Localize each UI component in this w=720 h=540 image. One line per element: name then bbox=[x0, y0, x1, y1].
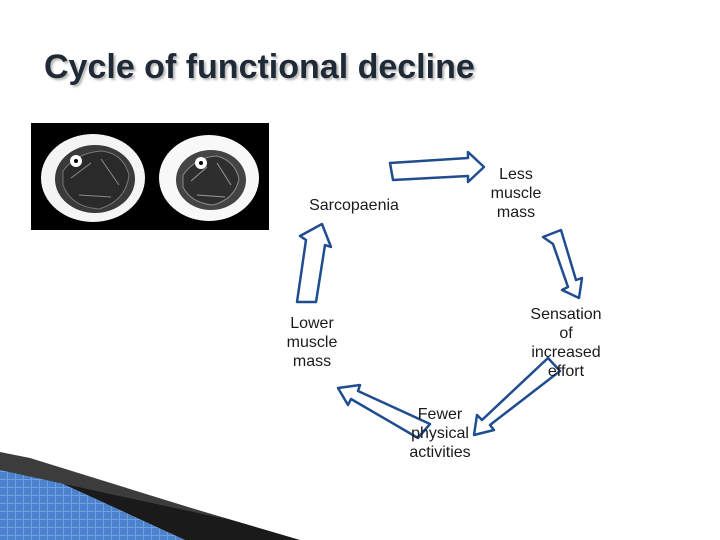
cycle-node-lower-muscle-mass: Lower muscle mass bbox=[286, 315, 338, 370]
cycle-node-sensation-of-increased-effort: Sensation of increased effort bbox=[530, 306, 602, 380]
cycle-node-less-muscle-mass: Less muscle mass bbox=[490, 166, 542, 221]
thigh-cross-section-left bbox=[41, 134, 145, 222]
arrow-right-down bbox=[541, 228, 584, 300]
mri-thigh-scan-image bbox=[31, 123, 269, 230]
thigh-cross-section-right bbox=[159, 135, 259, 221]
arrow-left-up bbox=[295, 222, 333, 304]
cycle-node-sarcopaenia: Sarcopaenia bbox=[309, 197, 399, 214]
arrow-bottom-right bbox=[472, 356, 562, 437]
slide-title: Cycle of functional decline bbox=[44, 48, 475, 86]
cycle-node-fewer-physical-activities: Fewer physical activities bbox=[409, 406, 471, 461]
arrow-top bbox=[388, 150, 486, 184]
arrow-bottom-left bbox=[336, 383, 432, 440]
